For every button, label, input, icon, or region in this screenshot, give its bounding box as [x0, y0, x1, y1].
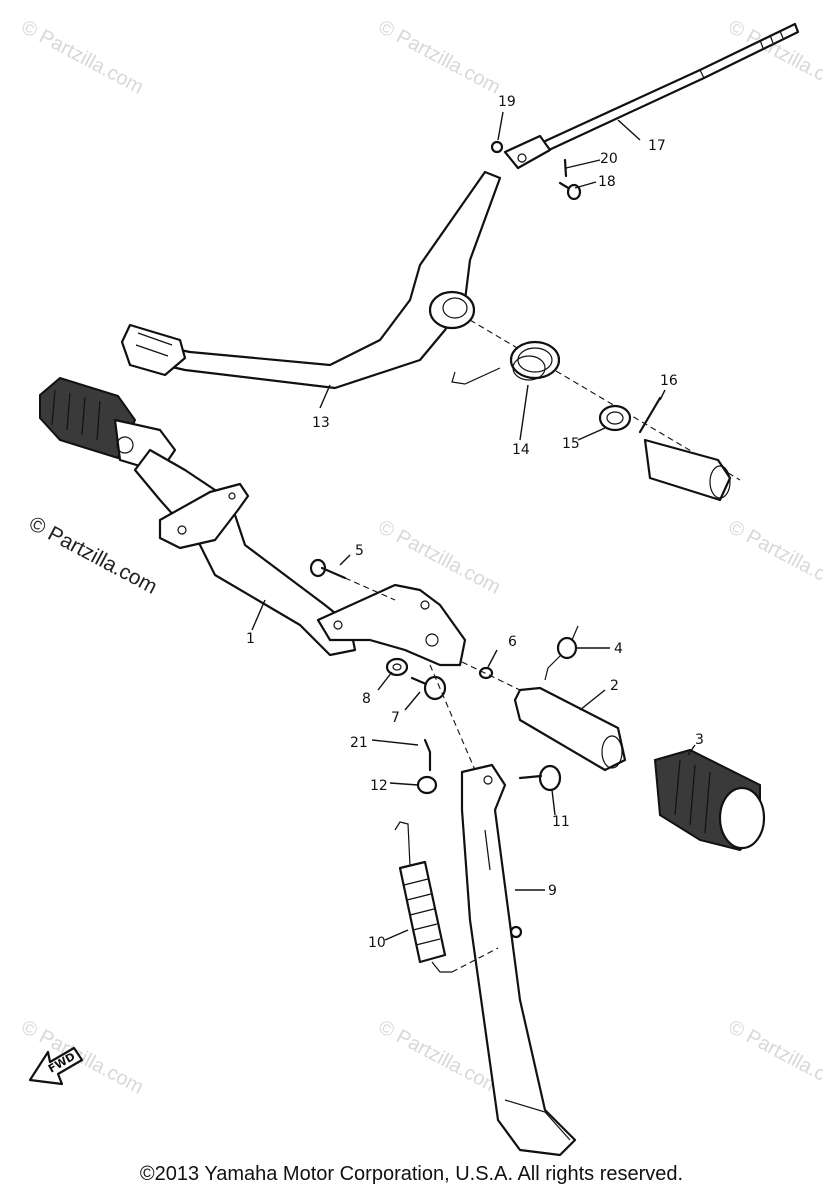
- nut-12-part: [416, 775, 438, 795]
- washer-15-part: [598, 404, 632, 432]
- callout-8: 8: [362, 691, 371, 707]
- kickstand-9-part: [460, 763, 577, 1157]
- callout-17: 17: [648, 138, 666, 154]
- callout-3: 3: [695, 732, 704, 748]
- callout-15: 15: [562, 436, 580, 452]
- cable-clevis-part: [503, 134, 552, 170]
- callout-7: 7: [391, 710, 400, 726]
- callout-1: 1: [246, 631, 255, 647]
- callout-12: 12: [370, 778, 388, 794]
- brake-cable-part: [528, 22, 800, 158]
- nut-19-part: [490, 140, 504, 154]
- callout-14: 14: [512, 442, 530, 458]
- footpeg-rubber-3-part: [653, 748, 766, 852]
- pivot-shaft-16-part: [643, 438, 732, 502]
- callout-11: 11: [552, 814, 570, 830]
- callout-19: 19: [498, 94, 516, 110]
- callout-21: 21: [350, 735, 368, 751]
- forward-arrow-icon: FWD: [28, 1046, 84, 1086]
- bolt-5-part: [309, 558, 347, 580]
- washer-8-part: [385, 657, 409, 677]
- callout-5: 5: [355, 543, 364, 559]
- callout-10: 10: [368, 935, 386, 951]
- cotter-pin-21-part: [423, 738, 432, 772]
- callout-2: 2: [610, 678, 619, 694]
- callout-20: 20: [600, 151, 618, 167]
- callout-16: 16: [660, 373, 678, 389]
- copyright-notice: ©2013 Yamaha Motor Corporation, U.S.A. A…: [139, 1163, 684, 1185]
- brake-pedal-part: [120, 170, 502, 390]
- callout-6: 6: [508, 634, 517, 650]
- pedal-spring-14-part: [451, 340, 561, 385]
- cotter-pin-20-part: [563, 158, 568, 178]
- callout-9: 9: [548, 883, 557, 899]
- pin-18-part: [558, 181, 582, 201]
- callout-13: 13: [312, 415, 330, 431]
- washer-6-part: [478, 666, 494, 680]
- callout-4: 4: [614, 641, 623, 657]
- stand-spring-10-part: [394, 821, 452, 973]
- spring-4-part: [544, 625, 579, 681]
- footpeg-shaft-2-part: [513, 686, 627, 772]
- footrest-bar-part: [39, 376, 467, 667]
- callout-18: 18: [598, 174, 616, 190]
- pin-16-part: [638, 396, 662, 434]
- pin-11-part: [518, 764, 562, 792]
